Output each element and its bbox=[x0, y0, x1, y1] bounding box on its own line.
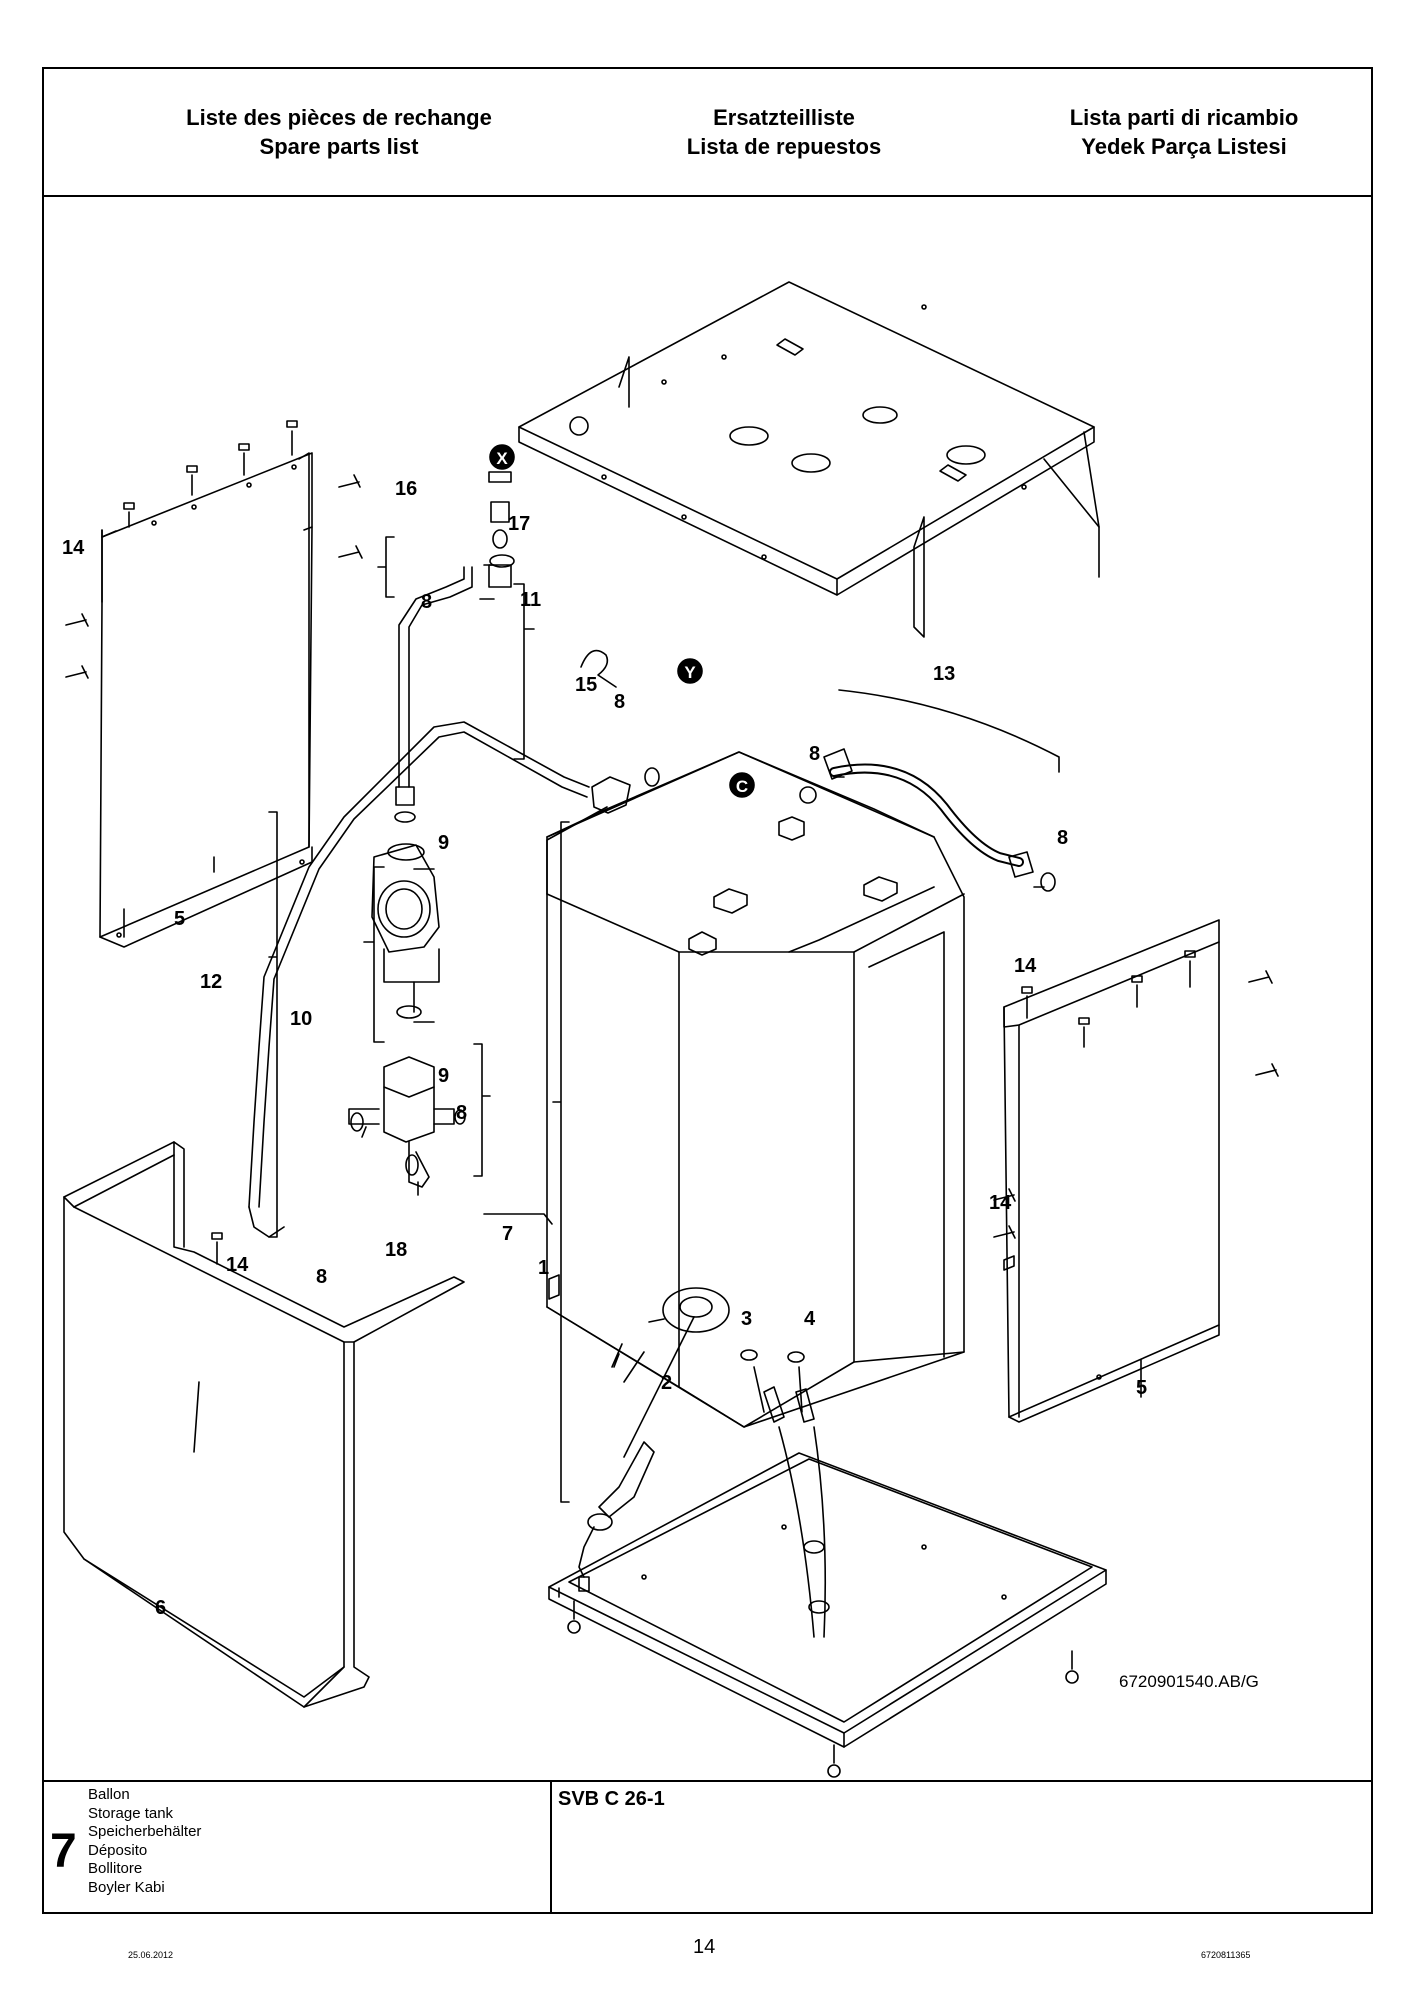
footer: 7 Ballon Storage tank Speicherbehälter D… bbox=[44, 1780, 1371, 1914]
callout-18: 18 bbox=[385, 1239, 407, 1261]
callout-10: 10 bbox=[290, 1008, 312, 1030]
top-cover-plate bbox=[518, 281, 1100, 638]
drawing-number: 6720901540.AB/G bbox=[1119, 1672, 1259, 1691]
header-german-spanish: Ersatzteilliste Lista de repuestos bbox=[584, 103, 984, 161]
callout-7: 7 bbox=[502, 1223, 513, 1245]
section-title-de: Speicherbehälter bbox=[88, 1823, 202, 1840]
footer-divider bbox=[550, 1782, 552, 1914]
header-title-en: Spare parts list bbox=[259, 134, 419, 159]
section-titles: Ballon Storage tank Speicherbehälter Dép… bbox=[88, 1786, 201, 1897]
header: Liste des pièces de rechange Spare parts… bbox=[44, 69, 1371, 197]
section-title-it: Bollitore bbox=[88, 1860, 143, 1877]
screws bbox=[65, 420, 1279, 1265]
callout-8-valve: 8 bbox=[456, 1102, 467, 1124]
callout-12: 12 bbox=[200, 971, 222, 993]
spare-parts-sheet: Liste des pièces de rechange Spare parts… bbox=[42, 67, 1373, 1914]
left-side-panel bbox=[99, 452, 313, 948]
callout-9-lower: 9 bbox=[438, 1065, 449, 1087]
callout-5-right: 5 bbox=[1136, 1377, 1147, 1399]
header-title-fr: Liste des pièces de rechange bbox=[186, 105, 492, 130]
callout-8-upper: 8 bbox=[421, 591, 432, 613]
callout-15: 15 bbox=[575, 674, 597, 696]
flexible-hose bbox=[799, 748, 1056, 892]
connection-markers: X Y C bbox=[489, 444, 755, 798]
callout-6: 6 bbox=[155, 1597, 166, 1619]
connection-c-label: C bbox=[736, 777, 748, 796]
callout-3: 3 bbox=[741, 1308, 752, 1330]
callout-8-lower: 8 bbox=[316, 1266, 327, 1288]
connection-x-label: X bbox=[496, 449, 508, 468]
section-title-fr: Ballon bbox=[88, 1786, 130, 1803]
base-plate bbox=[548, 1452, 1107, 1778]
callout-8-hose-left: 8 bbox=[809, 743, 820, 765]
document-number: 6720811365 bbox=[1201, 1950, 1251, 1960]
callout-14-right-top: 14 bbox=[1014, 955, 1037, 977]
exploded-view-drawing: X Y C 1 2 3 4 5 5 6 7 8 8 8 8 8 bbox=[44, 197, 1371, 1780]
storage-tank bbox=[546, 751, 965, 1428]
header-title-de: Ersatzteilliste bbox=[713, 105, 855, 130]
leader-lines bbox=[193, 536, 1142, 1503]
header-title-es: Lista de repuestos bbox=[686, 134, 882, 159]
section-title-tr: Boyler Kabi bbox=[88, 1878, 165, 1896]
callout-11: 11 bbox=[520, 589, 541, 611]
header-title-tr: Yedek Parça Listesi bbox=[1081, 134, 1287, 159]
header-title-it: Lista parti di ricambio bbox=[1069, 105, 1299, 130]
model-name: SVB C 26-1 bbox=[558, 1788, 665, 1810]
callout-17: 17 bbox=[508, 513, 530, 535]
callout-13: 13 bbox=[933, 663, 955, 685]
callout-14-left: 14 bbox=[62, 537, 85, 559]
section-number: 7 bbox=[50, 1825, 77, 1878]
exploded-view-svg: X Y C 1 2 3 4 5 5 6 7 8 8 8 8 8 bbox=[62, 281, 1279, 1778]
heating-element-and-sensors bbox=[578, 1316, 830, 1638]
callout-14-bottom-left: 14 bbox=[226, 1254, 249, 1276]
header-italian-turkish: Lista parti di ricambio Yedek Parça List… bbox=[1004, 103, 1364, 161]
callout-numbers: 1 2 3 4 5 5 6 7 8 8 8 8 8 8 9 9 10 11 12… bbox=[62, 478, 1147, 1619]
date-stamp: 25.06.2012 bbox=[128, 1950, 174, 1960]
pipe-assembly bbox=[248, 471, 660, 1238]
callout-8-near-15: 8 bbox=[614, 691, 625, 713]
section-title-es: Déposito bbox=[88, 1841, 148, 1859]
callout-16: 16 bbox=[395, 478, 417, 500]
right-side-panel bbox=[1003, 919, 1220, 1423]
page-number: 14 bbox=[693, 1936, 716, 1958]
section-title-en: Storage tank bbox=[88, 1804, 174, 1822]
callout-5-left: 5 bbox=[174, 908, 185, 930]
callout-1: 1 bbox=[538, 1257, 549, 1279]
front-lower-panel bbox=[63, 1141, 465, 1708]
callout-2: 2 bbox=[661, 1372, 672, 1394]
callout-9-upper: 9 bbox=[438, 832, 449, 854]
header-french-english: Liste des pièces de rechange Spare parts… bbox=[104, 103, 574, 161]
callout-8-hose-right: 8 bbox=[1057, 827, 1068, 849]
callout-4: 4 bbox=[804, 1308, 816, 1330]
callout-14-right-bottom: 14 bbox=[989, 1192, 1012, 1214]
connection-y-label: Y bbox=[684, 663, 696, 682]
